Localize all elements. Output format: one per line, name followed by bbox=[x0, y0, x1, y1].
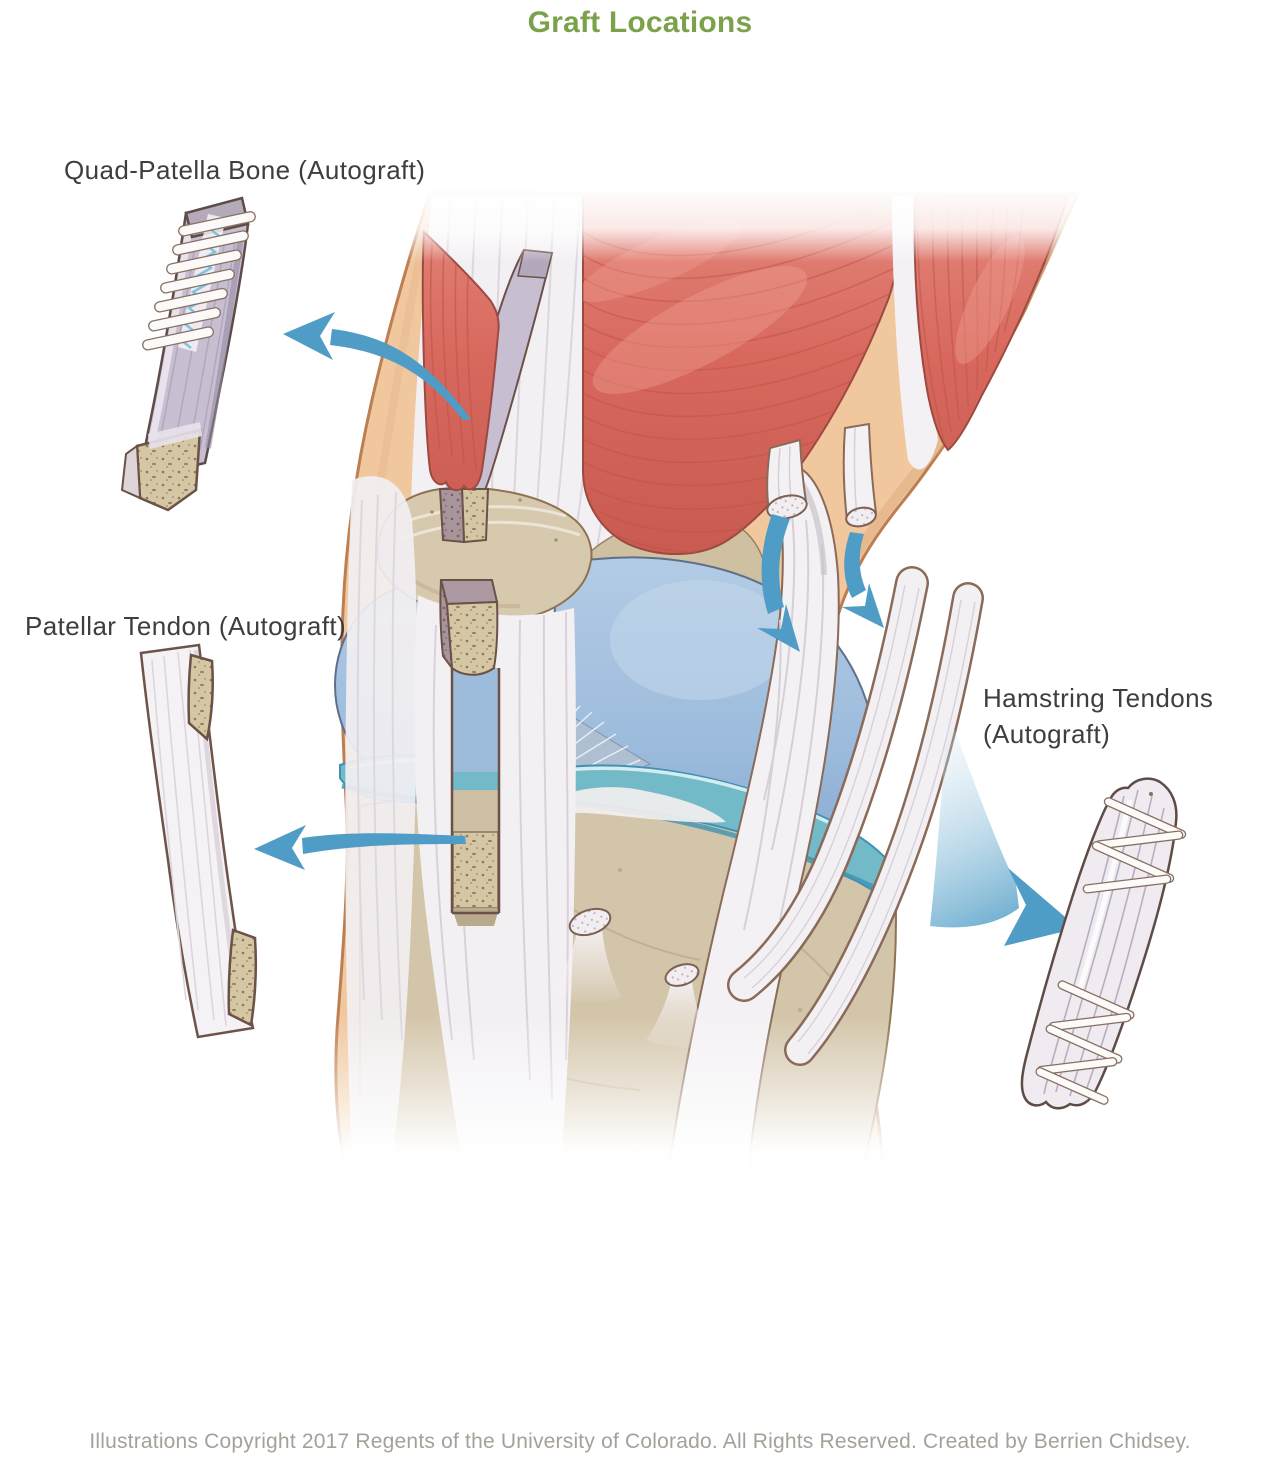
medial-band bbox=[345, 476, 418, 1160]
label-hamstring-line2: (Autograft) bbox=[983, 719, 1111, 749]
copyright-footer: Illustrations Copyright 2017 Regents of … bbox=[89, 1430, 1191, 1453]
label-hamstring-line1: Hamstring Tendons bbox=[983, 683, 1214, 713]
label-patellar-tendon: Patellar Tendon (Autograft) bbox=[25, 611, 347, 641]
hamstring-cut-arrow-2 bbox=[842, 532, 884, 628]
bottom-fade bbox=[290, 1012, 930, 1212]
capsule-band bbox=[536, 787, 726, 823]
patellar-harvest-channel bbox=[439, 579, 501, 926]
label-hamstring-tendons: Hamstring Tendons (Autograft) bbox=[983, 680, 1243, 752]
quad-patella-bone-graft bbox=[120, 196, 256, 512]
hamstring-cut-arrow-1 bbox=[757, 514, 800, 652]
top-fade bbox=[320, 186, 1200, 264]
quad-graft-arrow bbox=[283, 312, 471, 420]
page-title: Graft Locations bbox=[527, 6, 753, 39]
label-quad-patella-bone: Quad-Patella Bone (Autograft) bbox=[64, 155, 426, 185]
hamstring-tendon-stumps bbox=[766, 422, 878, 528]
hamstring-tendon-graft bbox=[1020, 777, 1187, 1110]
patellar-tendon-graft bbox=[139, 643, 258, 1039]
vastus-medialis-muscle bbox=[421, 229, 500, 492]
hamstring-graft-arrow bbox=[930, 712, 1078, 946]
harvested-hamstring-strips bbox=[727, 566, 984, 1066]
arrows bbox=[254, 312, 1078, 946]
patellar-graft-arrow bbox=[254, 825, 466, 870]
